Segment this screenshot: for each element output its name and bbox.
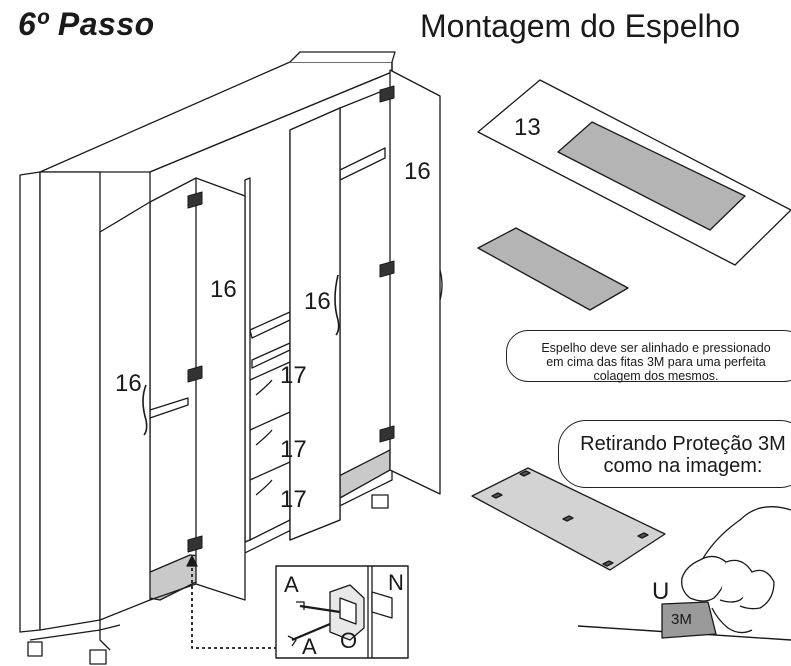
hinge-label-o: O xyxy=(340,628,358,653)
door-right xyxy=(389,69,443,495)
detail-pointer-arrow xyxy=(186,555,280,649)
alignment-note: Espelho deve ser alinhado e pressionado … xyxy=(506,330,791,383)
hinge-label-n: N xyxy=(388,570,404,595)
tape-protection-note: Retirando Proteção 3M como na imagem: xyxy=(558,420,791,488)
hinge-screw-label-top: A xyxy=(284,572,299,597)
door-middle-label: 16 xyxy=(304,288,331,315)
mirror-with-tapes xyxy=(471,467,666,571)
drawer-label-middle: 17 xyxy=(280,436,307,463)
alignment-note-line-2: em cima das fitas 3M para uma perfeita xyxy=(546,355,766,369)
hinge-detail-box xyxy=(275,565,409,659)
hand-peeling-tape xyxy=(577,506,791,641)
tape-note-line-1: Retirando Proteção 3M xyxy=(580,433,786,455)
mirror-part-number: 13 xyxy=(514,114,541,141)
loose-mirror xyxy=(477,227,629,311)
step-title: 6º Passo xyxy=(18,6,155,42)
tape-3m-label: 3M xyxy=(671,611,692,628)
hinge-screw-label-bottom: A xyxy=(302,634,317,659)
drawer-label-top: 17 xyxy=(280,362,307,389)
mirror-board xyxy=(477,79,791,266)
door-left-outer xyxy=(99,201,151,621)
alignment-note-line-3: colagem dos mesmos. xyxy=(593,369,719,383)
alignment-note-line-1: Espelho deve ser alinhado e pressionado xyxy=(541,341,771,355)
door-left-label: 16 xyxy=(115,370,142,397)
door-middle xyxy=(289,107,341,541)
door-left-inner-label: 16 xyxy=(210,276,237,303)
tape-letter-u: U xyxy=(652,578,670,605)
section-title: Montagem do Espelho xyxy=(420,8,741,44)
drawer-label-bottom: 17 xyxy=(280,486,307,513)
tape-note-line-2: como na imagem: xyxy=(603,455,763,477)
door-left-inner xyxy=(149,177,251,601)
door-right-label: 16 xyxy=(404,158,431,185)
hinges xyxy=(187,85,395,553)
